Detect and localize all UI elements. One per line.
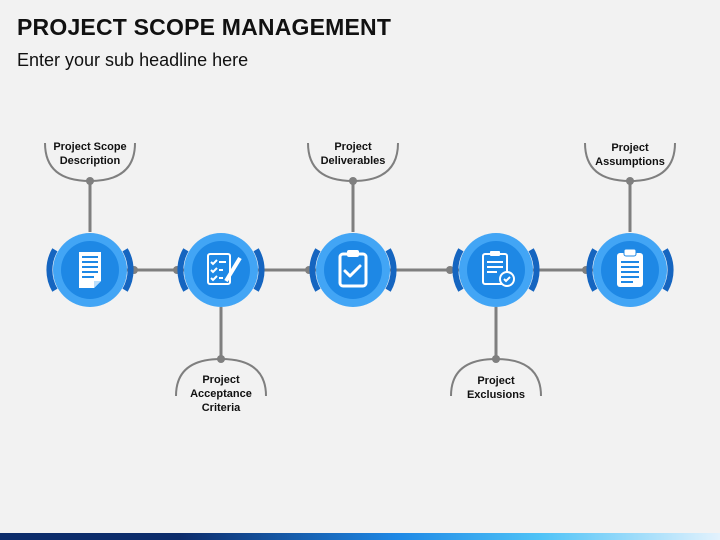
clipboard-approved-icon [482, 251, 515, 287]
connector-dot [86, 177, 94, 185]
step-disc [324, 241, 382, 299]
step-2 [173, 233, 267, 397]
ring-arc-right [662, 248, 674, 292]
ring-arc-right [253, 248, 265, 292]
ring-arc-right [528, 248, 540, 292]
label-line: Description [59, 155, 121, 167]
step-5 [582, 142, 676, 307]
label-line: Exclusions [466, 389, 526, 401]
ring-arc-left [46, 248, 58, 292]
step-1-label: Project Scope Description [30, 140, 150, 168]
label-line: Deliverables [320, 155, 386, 167]
ring-arc-right [385, 248, 397, 292]
label-line: Project [334, 141, 372, 153]
ring-arc-left [177, 248, 189, 292]
checklist-pen-icon [207, 253, 242, 285]
footer-bar [0, 533, 720, 540]
label-line: Acceptance [190, 388, 252, 400]
step-5-label: Project Assumptions [570, 141, 690, 169]
step-3-label: Project Deliverables [293, 140, 413, 168]
clipboard-list-icon [617, 248, 643, 287]
step-disc [467, 241, 525, 299]
ring-arc-right [122, 248, 134, 292]
ring-arc-left [309, 248, 321, 292]
label-line: Criteria [201, 402, 241, 414]
step-1 [44, 142, 138, 307]
connector-dot [217, 355, 225, 363]
ring-arc-left [586, 248, 598, 292]
page-subtitle: Enter your sub headline here [17, 50, 249, 70]
label-line: Project [202, 374, 240, 386]
step-2-label: Project Acceptance Criteria [161, 373, 281, 415]
page-title: PROJECT SCOPE MANAGEMENT [17, 14, 392, 40]
label-line: Project [477, 375, 515, 387]
step-3 [305, 142, 399, 307]
label-line: Project Scope [53, 141, 127, 153]
document-icon [79, 252, 101, 288]
connector-dot [626, 177, 634, 185]
connector-dot [492, 355, 500, 363]
ring-arc-left [452, 248, 464, 292]
label-line: Assumptions [595, 156, 665, 168]
step-4 [446, 233, 542, 397]
label-line: Project [611, 142, 649, 154]
connector-dot [446, 266, 454, 274]
clipboard-check-icon [338, 250, 368, 288]
connector-dot [349, 177, 357, 185]
step-4-label: Project Exclusions [436, 374, 556, 402]
